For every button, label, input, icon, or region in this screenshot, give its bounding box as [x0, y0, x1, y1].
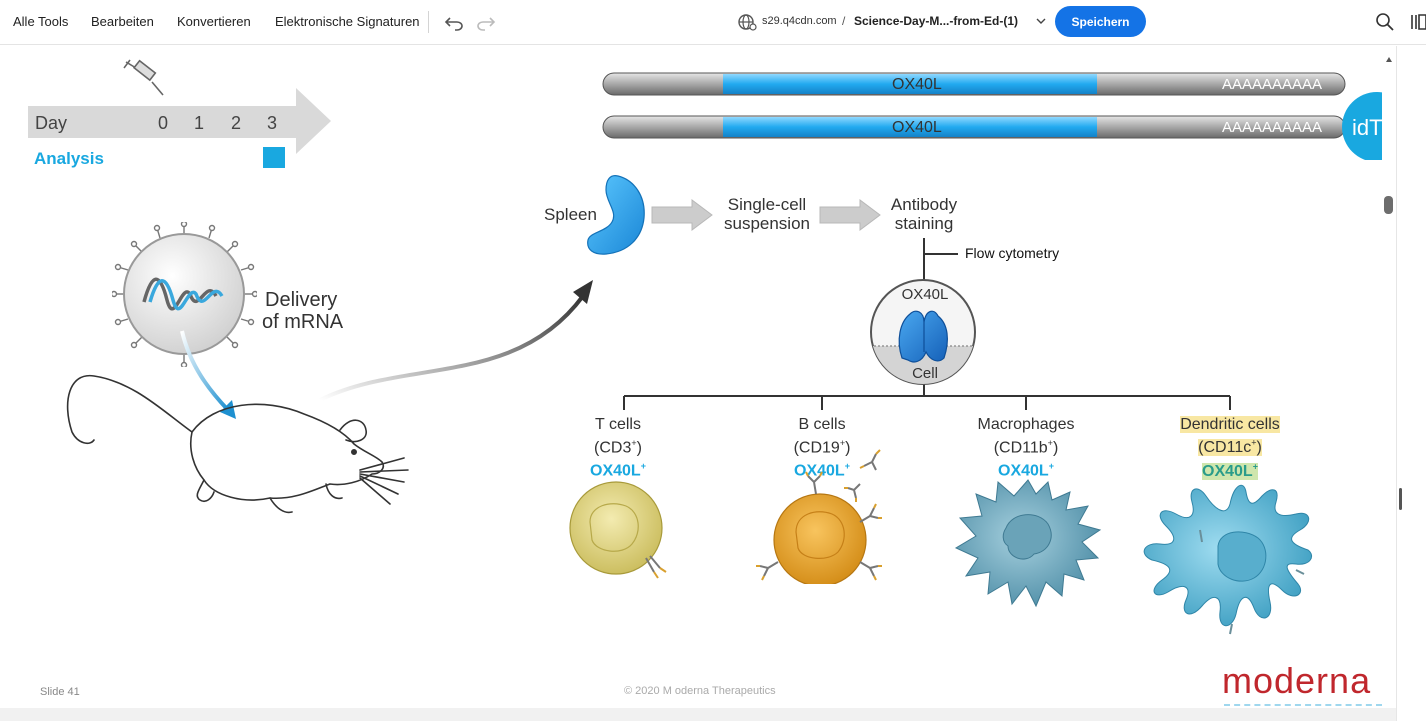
scroll-up-icon[interactable] [1385, 56, 1393, 64]
process-arrow-1 [651, 199, 713, 231]
injection-arrow [180, 330, 236, 419]
path-separator: / [842, 14, 846, 28]
t-cell-illustration [569, 481, 667, 579]
timeline-day-2: 2 [231, 113, 242, 133]
save-button[interactable]: Speichern [1055, 6, 1146, 37]
toolbar-divider [428, 11, 429, 33]
document-domain: s29.q4cdn.com [762, 15, 837, 27]
timeline-arrow [28, 88, 331, 154]
bottom-status-bar [0, 708, 1396, 721]
slide-number: Slide 41 [40, 686, 80, 698]
right-side-panel [1396, 46, 1426, 721]
timeline-day-1: 1 [194, 113, 205, 133]
t-cell-name: T cells [595, 416, 641, 433]
top-toolbar: Alle Tools Bearbeiten Konvertieren Elekt… [0, 0, 1426, 45]
moderna-logo: moderna [1222, 660, 1372, 701]
chevron-down-icon[interactable] [1032, 12, 1050, 30]
menu-edit[interactable]: Bearbeiten [91, 14, 154, 29]
idt-cap-label: idT [1352, 115, 1382, 140]
macrophage-illustration [954, 479, 1102, 608]
logo-underline [1224, 704, 1382, 706]
macrophage-marker: (CD11b+) [993, 438, 1059, 457]
single-cell-label-line1: Single-cell [727, 195, 807, 214]
undo-icon[interactable] [442, 10, 466, 34]
polya-tail-1: AAAAAAAAAA [1222, 76, 1323, 93]
timeline-day-3: 3 [267, 113, 278, 133]
polya-tail-2: AAAAAAAAAA [1222, 119, 1323, 136]
macrophage-label-group: Macrophages (CD11b+) OX40L+ [956, 415, 1096, 481]
vertical-scrollbar[interactable] [1382, 46, 1396, 708]
t-cell-ox40l: OX40L+ [590, 461, 646, 480]
scrollbar-thumb[interactable] [1384, 196, 1393, 214]
panel-resize-handle[interactable] [1399, 488, 1402, 510]
mouse-illustration [66, 374, 409, 514]
panel-icon[interactable] [1408, 10, 1426, 34]
copyright-text: © 2020 M oderna Therapeutics [624, 685, 776, 697]
flow-tree-lines [623, 238, 1231, 410]
delivery-label-line1: Delivery [265, 289, 338, 311]
menu-convert[interactable]: Konvertieren [177, 14, 251, 29]
document-filename[interactable]: Science-Day-M...-from-Ed-(1) [854, 14, 1019, 28]
single-cell-label-line2: suspension [723, 214, 810, 233]
mrna-constructs [602, 72, 1382, 160]
mrna-label-1: OX40L [892, 76, 942, 93]
macrophage-ox40l: OX40L+ [998, 461, 1054, 480]
globe-icon [738, 14, 757, 31]
menu-all-tools[interactable]: Alle Tools [13, 14, 69, 29]
analysis-label: Analysis [34, 149, 104, 168]
spleen-label: Spleen [544, 205, 597, 224]
spleen-organ [587, 175, 645, 255]
dendritic-cell-marker: (CD11c+) [1198, 438, 1262, 457]
t-cell-label-group: T cells (CD3+) OX40L+ [548, 415, 688, 481]
slide-page: Day 0 1 2 3 Analysis [0, 46, 1382, 708]
lipid-nanoparticle [112, 222, 257, 367]
flow-cytometry-label: Flow cytometry [965, 245, 1060, 261]
timeline-day-0: 0 [158, 113, 169, 133]
b-cell-name: B cells [798, 416, 846, 433]
cell-diagram-cell-label: Cell [912, 365, 938, 382]
b-cell-illustration [756, 449, 882, 584]
search-icon[interactable] [1373, 10, 1397, 34]
redo-icon[interactable] [474, 10, 498, 34]
cell-diagram-ox40l-label: OX40L [901, 286, 949, 303]
b-cell-marker: (CD19+) [793, 438, 851, 457]
dendritic-cell-illustration [1143, 484, 1312, 635]
dendritic-cell-label-group: Dendritic cells (CD11c+) OX40L+ [1160, 415, 1300, 481]
syringe-icon [123, 59, 164, 96]
cell-surface-diagram [870, 279, 976, 385]
antibody-label-line2: staining [894, 214, 954, 233]
macrophage-name: Macrophages [977, 416, 1075, 433]
t-cell-marker: (CD3+) [594, 438, 642, 457]
mrna-label-2: OX40L [892, 119, 942, 136]
analysis-marker [263, 147, 285, 168]
delivery-label-line2: of mRNA [262, 311, 344, 333]
dendritic-cell-name: Dendritic cells [1180, 416, 1280, 433]
dendritic-cell-ox40l: OX40L+ [1202, 461, 1258, 480]
antibody-label-line1: Antibody [890, 195, 958, 214]
menu-e-signatures[interactable]: Elektronische Signaturen [275, 14, 420, 29]
timeline-day-label: Day [35, 113, 68, 133]
process-arrow-2 [819, 199, 881, 231]
transfer-arrow [319, 280, 593, 402]
